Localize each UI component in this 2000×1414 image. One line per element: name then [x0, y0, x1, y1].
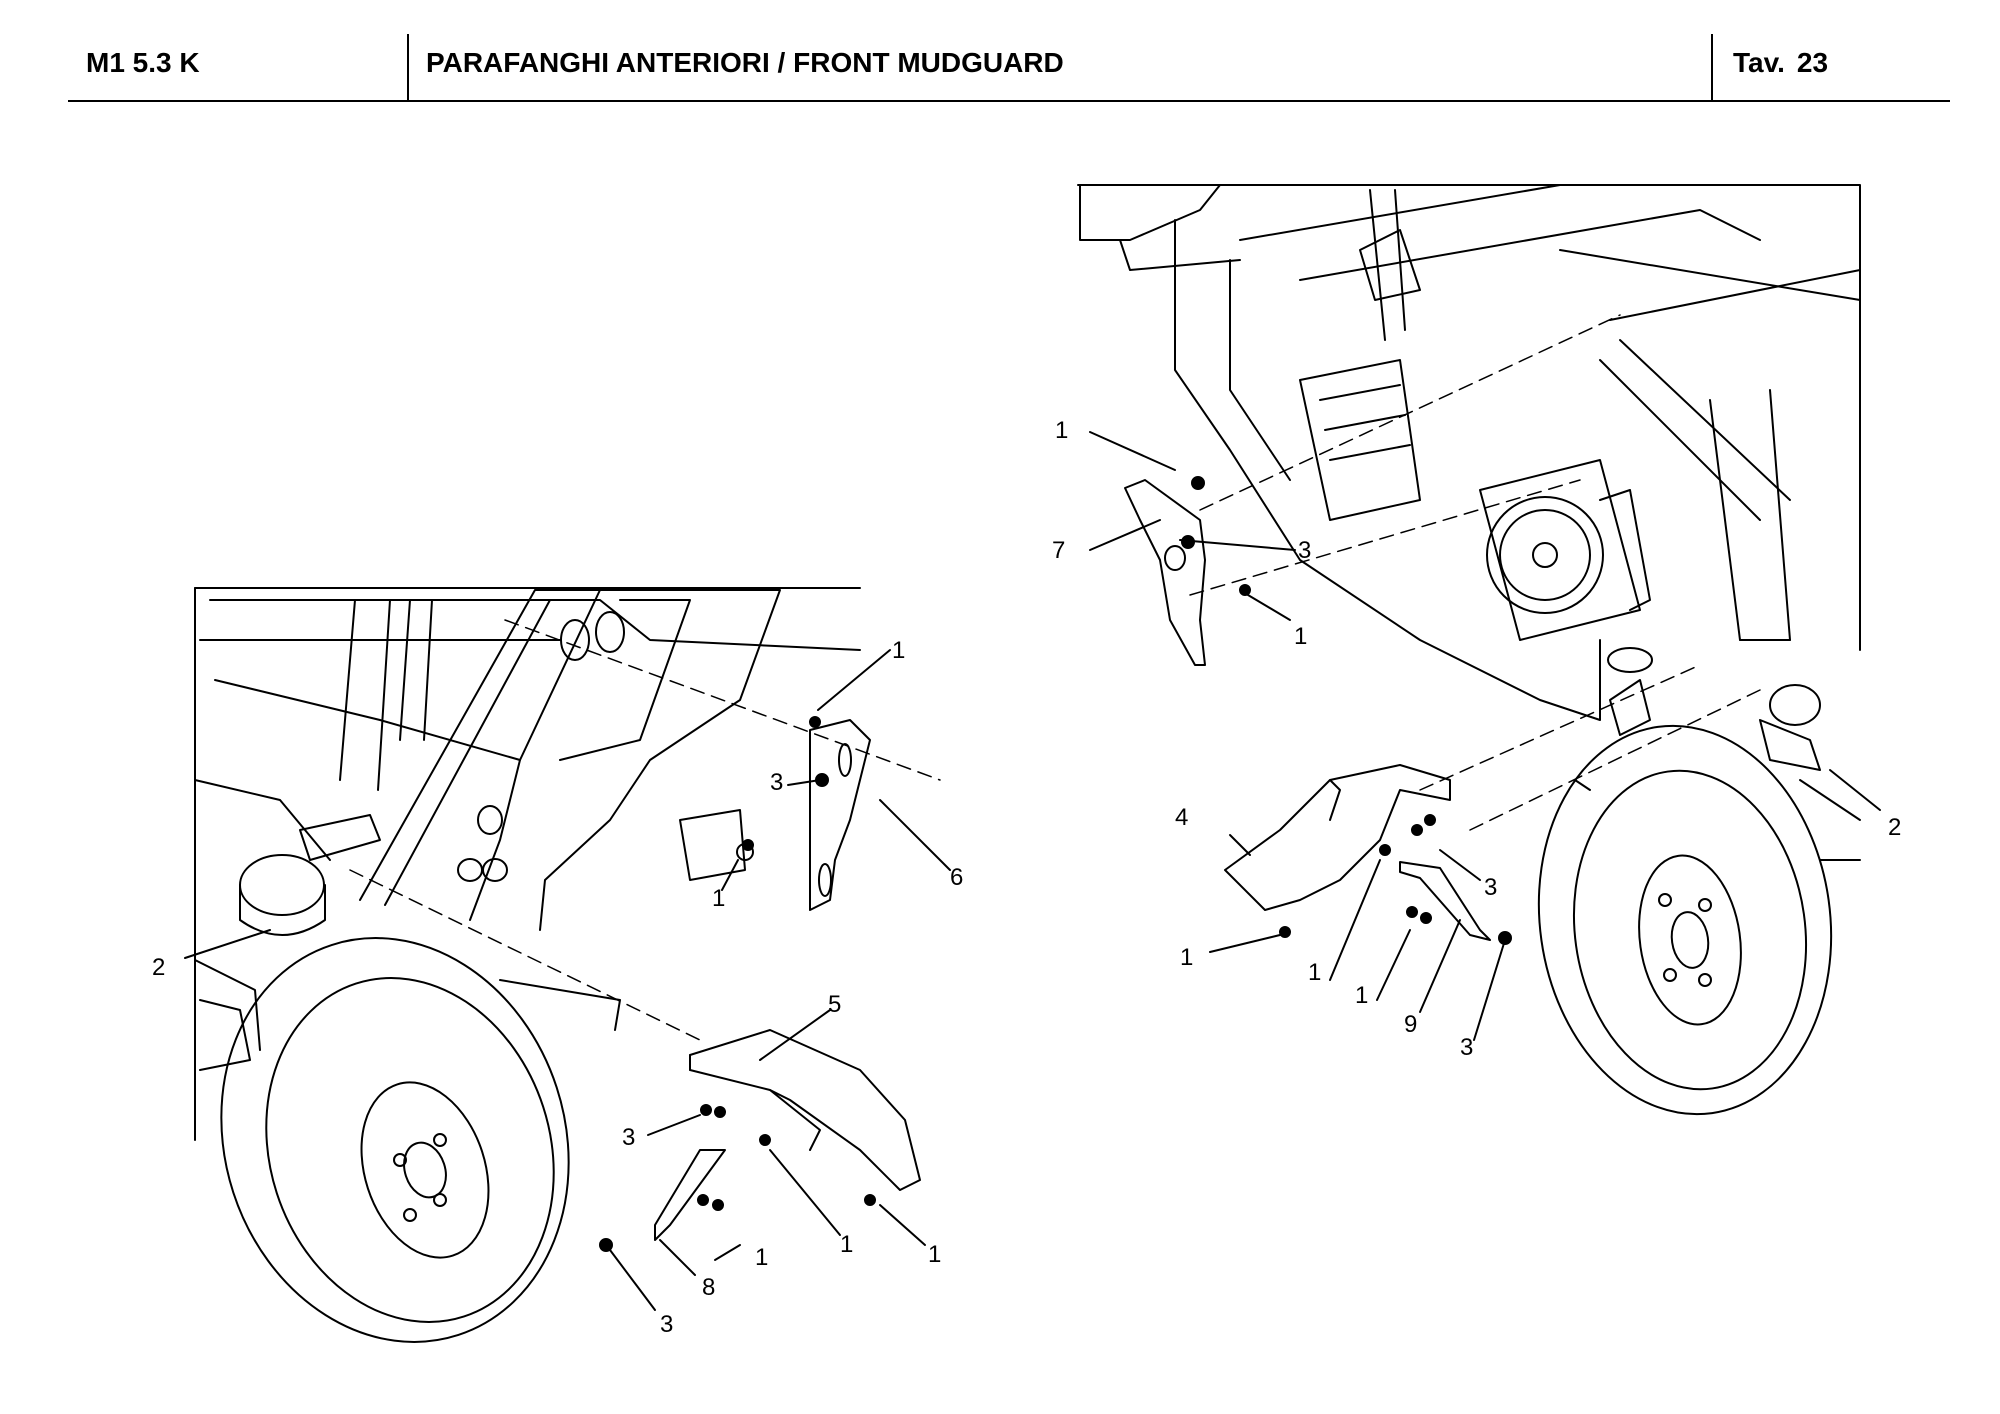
callout-right-1-a: 1 — [1180, 944, 1193, 971]
callout-right-1-b: 1 — [1308, 959, 1321, 986]
right-assembly-axes — [1189, 314, 1761, 831]
callout-left-1-c: 1 — [928, 1241, 941, 1268]
callout-right-1-c: 1 — [1355, 982, 1368, 1009]
callout-left-2: 2 — [152, 954, 165, 981]
callout-left-3-mid: 3 — [622, 1124, 635, 1151]
callout-left-1-top: 1 — [892, 637, 905, 664]
callout-right-7: 7 — [1052, 537, 1065, 564]
right-support-arm-9 — [1399, 861, 1491, 941]
callout-right-3-upper: 3 — [1298, 537, 1311, 564]
callout-right-3-mid: 3 — [1484, 874, 1497, 901]
left-mudguard-5 — [689, 1029, 921, 1191]
model-code: M1 5.3 K — [86, 47, 200, 78]
callout-left-1-b: 1 — [840, 1231, 853, 1258]
callout-left-8: 8 — [702, 1274, 715, 1301]
left-front-wheel — [220, 937, 570, 1343]
right-leader-lines — [1089, 431, 1881, 1041]
callout-left-5: 5 — [828, 991, 841, 1018]
callout-right-4: 4 — [1175, 804, 1188, 831]
left-support-arm-8 — [654, 1149, 726, 1241]
callout-right-2: 2 — [1888, 814, 1901, 841]
right-view-callouts: 1 7 3 1 4 2 3 1 1 1 9 3 — [1052, 417, 1901, 1061]
header-divider-right — [1711, 34, 1713, 100]
callout-left-1-a: 1 — [755, 1244, 768, 1271]
page-title: PARAFANGHI ANTERIORI / FRONT MUDGUARD — [426, 47, 1064, 78]
right-front-wheel — [1537, 724, 1833, 1116]
callout-left-1-mid: 1 — [712, 885, 725, 912]
callout-left-6: 6 — [950, 864, 963, 891]
right-small-fasteners — [1181, 476, 1512, 945]
right-view-frame — [1077, 184, 1861, 861]
table-label: Tav. — [1733, 47, 1785, 78]
callout-left-3-bottom: 3 — [660, 1311, 673, 1338]
right-mudguard-bracket-7 — [1124, 479, 1206, 666]
table-number: 23 — [1796, 47, 1829, 78]
right-mudguard-4 — [1224, 764, 1451, 911]
header-bottom-rule — [68, 100, 1950, 102]
header-divider-left — [407, 34, 409, 100]
left-small-fasteners — [599, 716, 876, 1252]
callout-right-9: 9 — [1404, 1011, 1417, 1038]
table-reference: Tav. 23 — [1733, 47, 1828, 79]
callout-right-3-bottom: 3 — [1460, 1034, 1473, 1061]
left-view-callouts: 1 3 6 1 2 5 3 1 1 1 8 3 — [152, 637, 963, 1338]
left-view-frame — [194, 587, 861, 1141]
left-assembly-axes — [349, 619, 941, 1041]
callout-right-1-mid: 1 — [1294, 623, 1307, 650]
page-header: M1 5.3 K PARAFANGHI ANTERIORI / FRONT MU… — [0, 0, 2000, 105]
callout-left-3-upper: 3 — [770, 769, 783, 796]
callout-right-1-top: 1 — [1055, 417, 1068, 444]
left-leader-lines — [184, 649, 951, 1311]
left-mudguard-bracket-6 — [809, 719, 871, 911]
